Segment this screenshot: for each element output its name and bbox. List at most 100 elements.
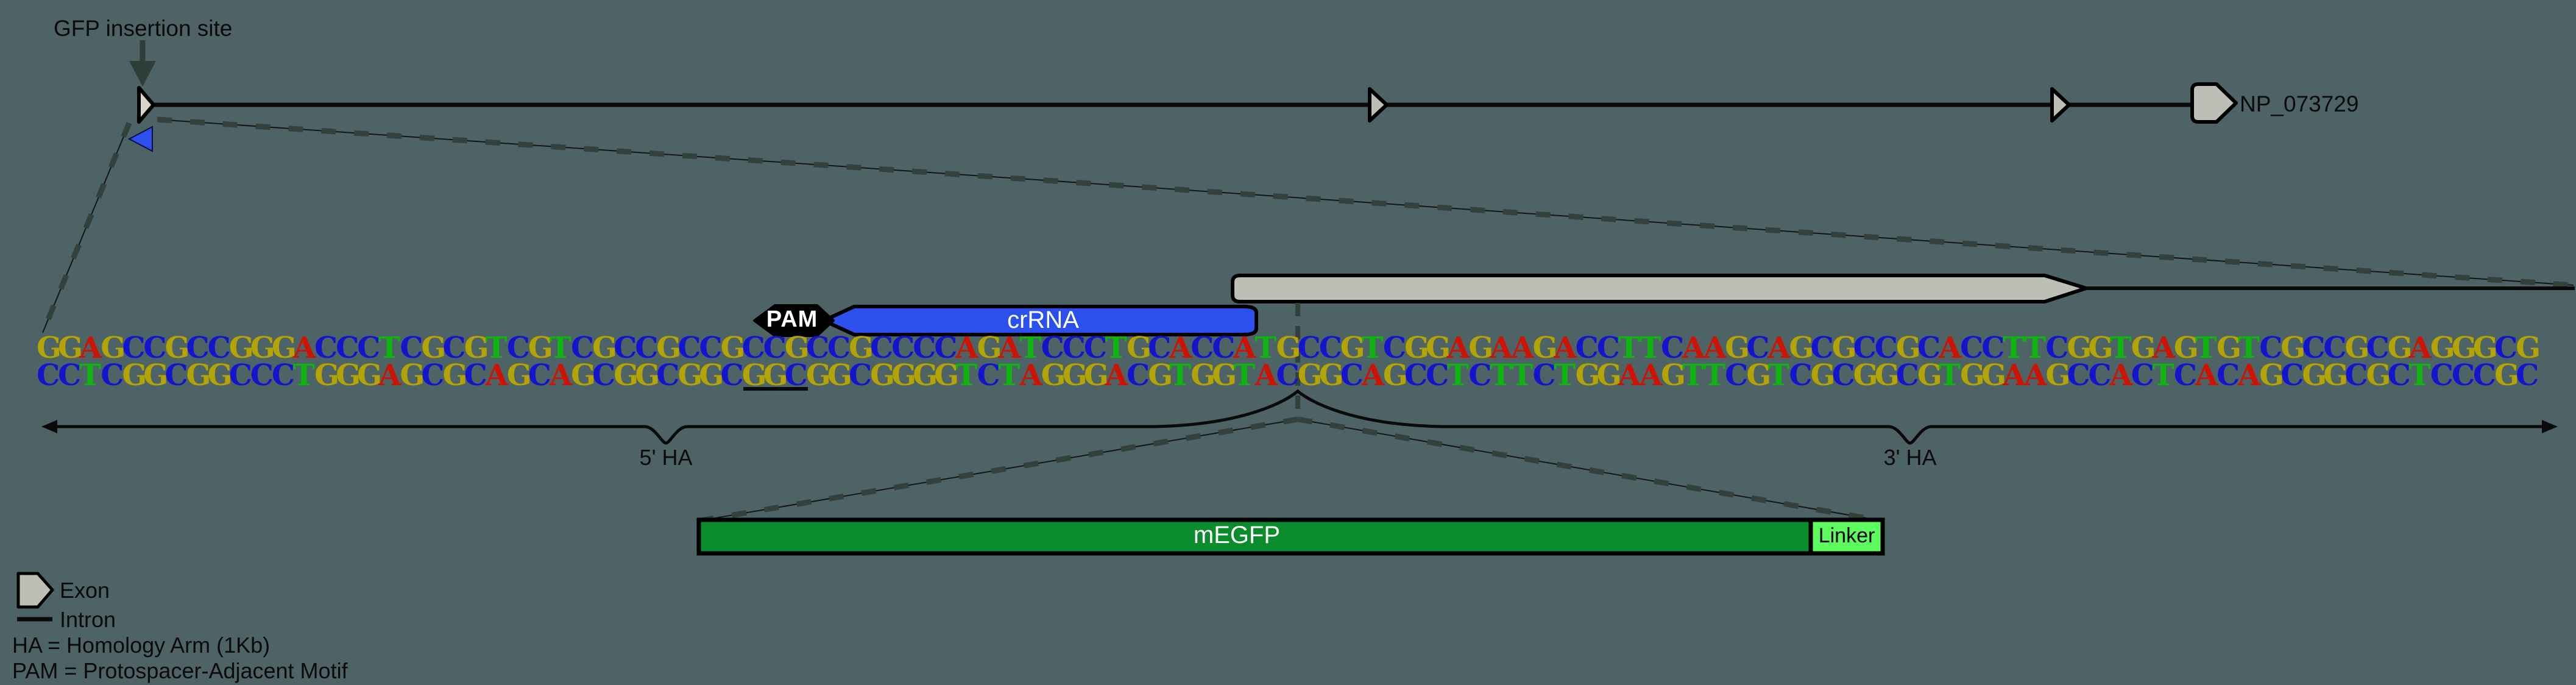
base-top-41-C: C bbox=[891, 331, 915, 365]
base-top-21-G: G bbox=[464, 331, 489, 365]
base-bottom-73-G: G bbox=[1575, 358, 1601, 392]
base-bottom-74-G: G bbox=[1596, 358, 1622, 392]
base-top-95-C: C bbox=[2045, 331, 2069, 365]
base-top-82-A: A bbox=[1767, 331, 1791, 365]
base-top-90-A: A bbox=[1938, 331, 1962, 365]
base-bottom-54-T: T bbox=[1169, 358, 1191, 392]
transcript-label: NP_073729 bbox=[2240, 91, 2359, 116]
base-bottom-27-C: C bbox=[592, 358, 616, 392]
base-top-39-G: G bbox=[848, 331, 874, 365]
base-top-89-C: C bbox=[1917, 331, 1941, 365]
base-bottom-101-C: C bbox=[2173, 358, 2198, 392]
base-top-9-C: C bbox=[207, 331, 231, 365]
base-bottom-69-T: T bbox=[1490, 358, 1512, 392]
base-top-58-T: T bbox=[1254, 331, 1277, 365]
base-bottom-15-G: G bbox=[336, 358, 361, 392]
base-bottom-64-G: G bbox=[1382, 358, 1408, 392]
base-top-75-T: T bbox=[1618, 331, 1640, 365]
base-bottom-44-T: T bbox=[955, 358, 978, 392]
base-top-98-T: T bbox=[2109, 331, 2132, 365]
base-bottom-18-G: G bbox=[400, 358, 425, 392]
base-top-37-C: C bbox=[805, 331, 830, 365]
base-bottom-58-A: A bbox=[1254, 358, 1278, 392]
linker-bar bbox=[1808, 517, 1885, 556]
base-top-102-T: T bbox=[2195, 331, 2217, 365]
sequence-bottom-strand: CCTCGGCGGCCCTGGGAGCGCAGCAGCGGCGGCGGCGGCG… bbox=[37, 361, 2541, 391]
base-bottom-80-C: C bbox=[1725, 358, 1749, 392]
legend-ha-note: HA = Homology Arm (1Kb) bbox=[12, 633, 271, 658]
base-bottom-21-C: C bbox=[464, 358, 487, 392]
pam-label: PAM bbox=[766, 307, 818, 332]
base-bottom-34-G: G bbox=[741, 358, 767, 392]
base-top-18-C: C bbox=[400, 331, 423, 365]
base-bottom-77-G: G bbox=[1660, 358, 1686, 392]
base-bottom-48-G: G bbox=[1041, 358, 1066, 392]
base-top-27-G: G bbox=[592, 331, 618, 365]
base-bottom-66-C: C bbox=[1426, 358, 1449, 392]
legend-exon-icon bbox=[16, 572, 54, 609]
base-bottom-61-G: G bbox=[1318, 358, 1344, 392]
base-bottom-32-G: G bbox=[699, 358, 724, 392]
base-bottom-76-A: A bbox=[1639, 358, 1663, 392]
base-bottom-70-T: T bbox=[1511, 358, 1534, 392]
base-bottom-16-G: G bbox=[357, 358, 383, 392]
base-top-46-A: A bbox=[998, 331, 1021, 365]
base-bottom-50-G: G bbox=[1083, 358, 1109, 392]
base-top-106-G: G bbox=[2281, 331, 2306, 365]
base-top-50-C: C bbox=[1083, 331, 1108, 365]
base-bottom-79-T: T bbox=[1704, 358, 1725, 392]
base-top-71-G: G bbox=[1532, 331, 1558, 365]
zoom-guide-left bbox=[40, 122, 132, 334]
base-top-79-A: A bbox=[1704, 331, 1727, 365]
base-bottom-39-C: C bbox=[848, 358, 872, 392]
crrna-arrow bbox=[822, 305, 1258, 336]
base-top-3-A: A bbox=[79, 331, 102, 365]
megfp-bar bbox=[696, 517, 1885, 556]
base-top-85-G: G bbox=[1831, 331, 1857, 365]
base-top-104-T: T bbox=[2238, 331, 2260, 365]
base-bottom-20-G: G bbox=[442, 358, 468, 392]
base-top-13-A: A bbox=[292, 331, 316, 365]
base-top-35-C: C bbox=[763, 331, 787, 365]
base-top-103-G: G bbox=[2216, 331, 2242, 365]
base-top-109-G: G bbox=[2344, 331, 2370, 365]
base-bottom-65-C: C bbox=[1404, 358, 1428, 392]
base-bottom-60-G: G bbox=[1297, 358, 1323, 392]
base-bottom-112-T: T bbox=[2408, 358, 2431, 392]
zoom-guide-right bbox=[157, 116, 2574, 288]
base-top-43-C: C bbox=[934, 331, 958, 365]
base-top-113-G: G bbox=[2430, 331, 2455, 365]
base-top-76-T: T bbox=[1639, 331, 1661, 365]
base-bottom-105-G: G bbox=[2259, 358, 2285, 392]
base-bottom-106-C: C bbox=[2281, 358, 2304, 392]
base-bottom-81-G: G bbox=[1746, 358, 1772, 392]
base-top-57-A: A bbox=[1233, 331, 1256, 365]
base-top-91-C: C bbox=[1960, 331, 1984, 365]
base-bottom-43-G: G bbox=[934, 358, 960, 392]
base-bottom-90-T: T bbox=[1938, 358, 1961, 392]
base-bottom-11-C: C bbox=[250, 358, 274, 392]
base-bottom-26-G: G bbox=[570, 358, 596, 392]
three-prime-ha-label: 3' HA bbox=[1883, 445, 1937, 470]
base-top-72-A: A bbox=[1554, 331, 1577, 365]
base-bottom-29-G: G bbox=[635, 358, 660, 392]
zoomed-exon-box bbox=[1231, 274, 2088, 303]
base-bottom-14-G: G bbox=[314, 358, 340, 392]
base-top-77-C: C bbox=[1660, 331, 1685, 365]
base-bottom-55-G: G bbox=[1191, 358, 1216, 392]
base-top-54-A: A bbox=[1169, 331, 1192, 365]
base-bottom-7-C: C bbox=[165, 358, 188, 392]
base-top-24-G: G bbox=[528, 331, 553, 365]
base-bottom-114-C: C bbox=[2451, 358, 2475, 392]
base-top-96-G: G bbox=[2067, 331, 2092, 365]
base-top-10-G: G bbox=[228, 331, 254, 365]
base-top-23-C: C bbox=[506, 331, 530, 365]
base-top-100-A: A bbox=[2152, 331, 2175, 365]
legend-intron-label: Intron bbox=[60, 607, 116, 632]
base-top-31-C: C bbox=[678, 331, 701, 365]
megfp-label: mEGFP bbox=[1193, 522, 1281, 548]
base-top-65-G: G bbox=[1404, 331, 1429, 365]
base-top-116-C: C bbox=[2494, 331, 2518, 365]
exon-3-icon bbox=[2050, 87, 2071, 122]
base-bottom-57-T: T bbox=[1233, 358, 1256, 392]
